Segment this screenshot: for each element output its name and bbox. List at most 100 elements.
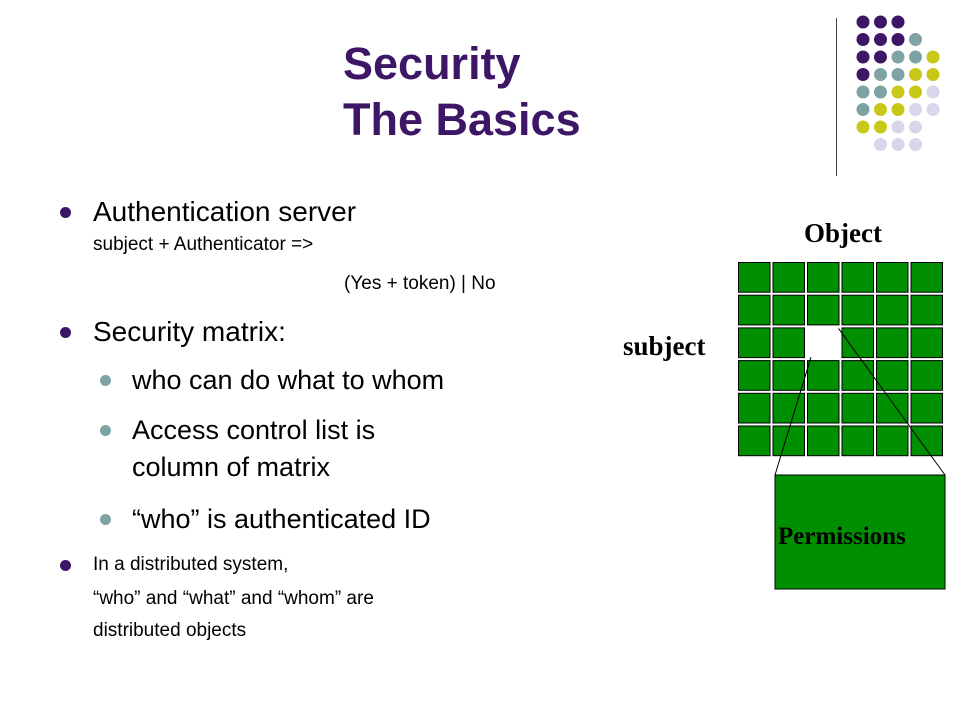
matrix-cell [910,327,943,359]
decorative-dot [874,103,887,116]
matrix-cell-selected [807,327,839,358]
matrix-cell [876,360,909,391]
auth-detail-line-1: subject + Authenticator => [93,234,314,255]
matrix-cell [807,294,840,326]
decorative-dot [891,85,905,99]
matrix-cell [772,262,805,293]
decorative-dot [874,138,887,151]
bullet-distributed-line-3: distributed objects [93,620,247,641]
decorative-dot [891,120,905,134]
matrix-cell [807,392,840,424]
sub-bullet-who-authenticated: “who” is authenticated ID [132,504,431,534]
matrix-cell [738,425,771,457]
decorative-dot [874,85,887,99]
matrix-cell [807,425,840,457]
bullet-dot-icon [60,327,71,338]
matrix-cell [841,327,874,359]
matrix-cell [876,392,909,424]
matrix-cell [841,262,874,293]
matrix-cell [772,425,805,457]
matrix-cell [841,294,874,326]
decorative-divider-line [836,18,837,176]
title-line-1: Security [343,38,521,89]
decorative-dot [856,50,870,64]
bullet-dot-icon [60,207,71,218]
matrix-cell [807,262,840,293]
matrix-cell [910,392,943,424]
decorative-dot [909,103,922,116]
decorative-dot [891,15,905,29]
connector-line-right [838,328,946,476]
decorative-dot [926,68,940,81]
bullet-dot-icon [60,560,71,571]
decorative-dot [909,33,922,46]
decorative-dot [856,120,870,134]
matrix-cell [910,425,943,457]
matrix-cell [772,327,805,359]
matrix-cell [738,294,771,326]
bullet-distributed-line-2: “who” and “what” and “whom” are [93,588,374,609]
sub-bullet-acl-line-2: column of matrix [132,452,331,482]
matrix-cell [876,294,909,326]
matrix-cell [738,392,771,424]
connector-line-left [774,356,812,476]
decorative-dot [891,33,905,46]
matrix-cell [841,392,874,424]
decorative-dot [926,85,940,99]
auth-detail-line-2: (Yes + token) | No [344,273,496,294]
decorative-dot [909,138,922,151]
permissions-box [774,474,946,590]
sub-bullet-dot-icon [100,425,111,436]
sub-bullet-who-can-do: who can do what to whom [132,365,445,395]
decorative-dot [874,15,887,29]
decorative-dot [874,50,887,64]
decorative-dot [891,68,905,81]
matrix-cell [876,425,909,457]
decorative-dot [926,50,940,64]
decorative-dot [926,103,940,116]
decorative-dot [874,120,887,134]
matrix-cell [910,360,943,391]
object-label: Object [804,218,882,248]
decorative-dot [909,85,922,99]
matrix-cell [738,262,771,293]
decorative-dot [891,50,905,64]
decorative-dot [891,138,905,151]
sub-bullet-dot-icon [100,375,111,386]
matrix-cell [876,262,909,293]
decorative-dot [874,68,887,81]
matrix-cell [772,360,805,391]
matrix-cell [841,425,874,457]
bullet-security-matrix: Security matrix: [93,316,286,347]
matrix-cell [910,262,943,293]
decorative-dot [856,15,870,29]
title-line-2: The Basics [343,94,581,145]
decorative-dot [856,33,870,46]
decorative-dot [874,33,887,46]
decorative-dot [909,120,922,134]
matrix-cell [738,327,771,359]
bullet-authentication-server: Authentication server [93,196,357,227]
decorative-dot [856,85,870,99]
decorative-dot [856,103,870,116]
sub-bullet-acl-line-1: Access control list is [132,415,376,445]
decorative-dot [891,103,905,116]
matrix-cell [841,360,874,391]
matrix-cell [772,392,805,424]
decorative-dot [909,68,922,81]
matrix-cell [910,294,943,326]
matrix-cell [772,294,805,326]
matrix-cell [807,360,840,391]
decorative-dot [909,50,922,64]
slide-title: Security The Basics [343,36,581,148]
subject-label: subject [623,331,706,361]
bullet-distributed-line-1: In a distributed system, [93,554,289,575]
decorative-dot [856,68,870,81]
sub-bullet-dot-icon [100,514,111,525]
permissions-label: Permissions [778,523,906,550]
matrix-cell [738,360,771,391]
matrix-cell [876,327,909,359]
